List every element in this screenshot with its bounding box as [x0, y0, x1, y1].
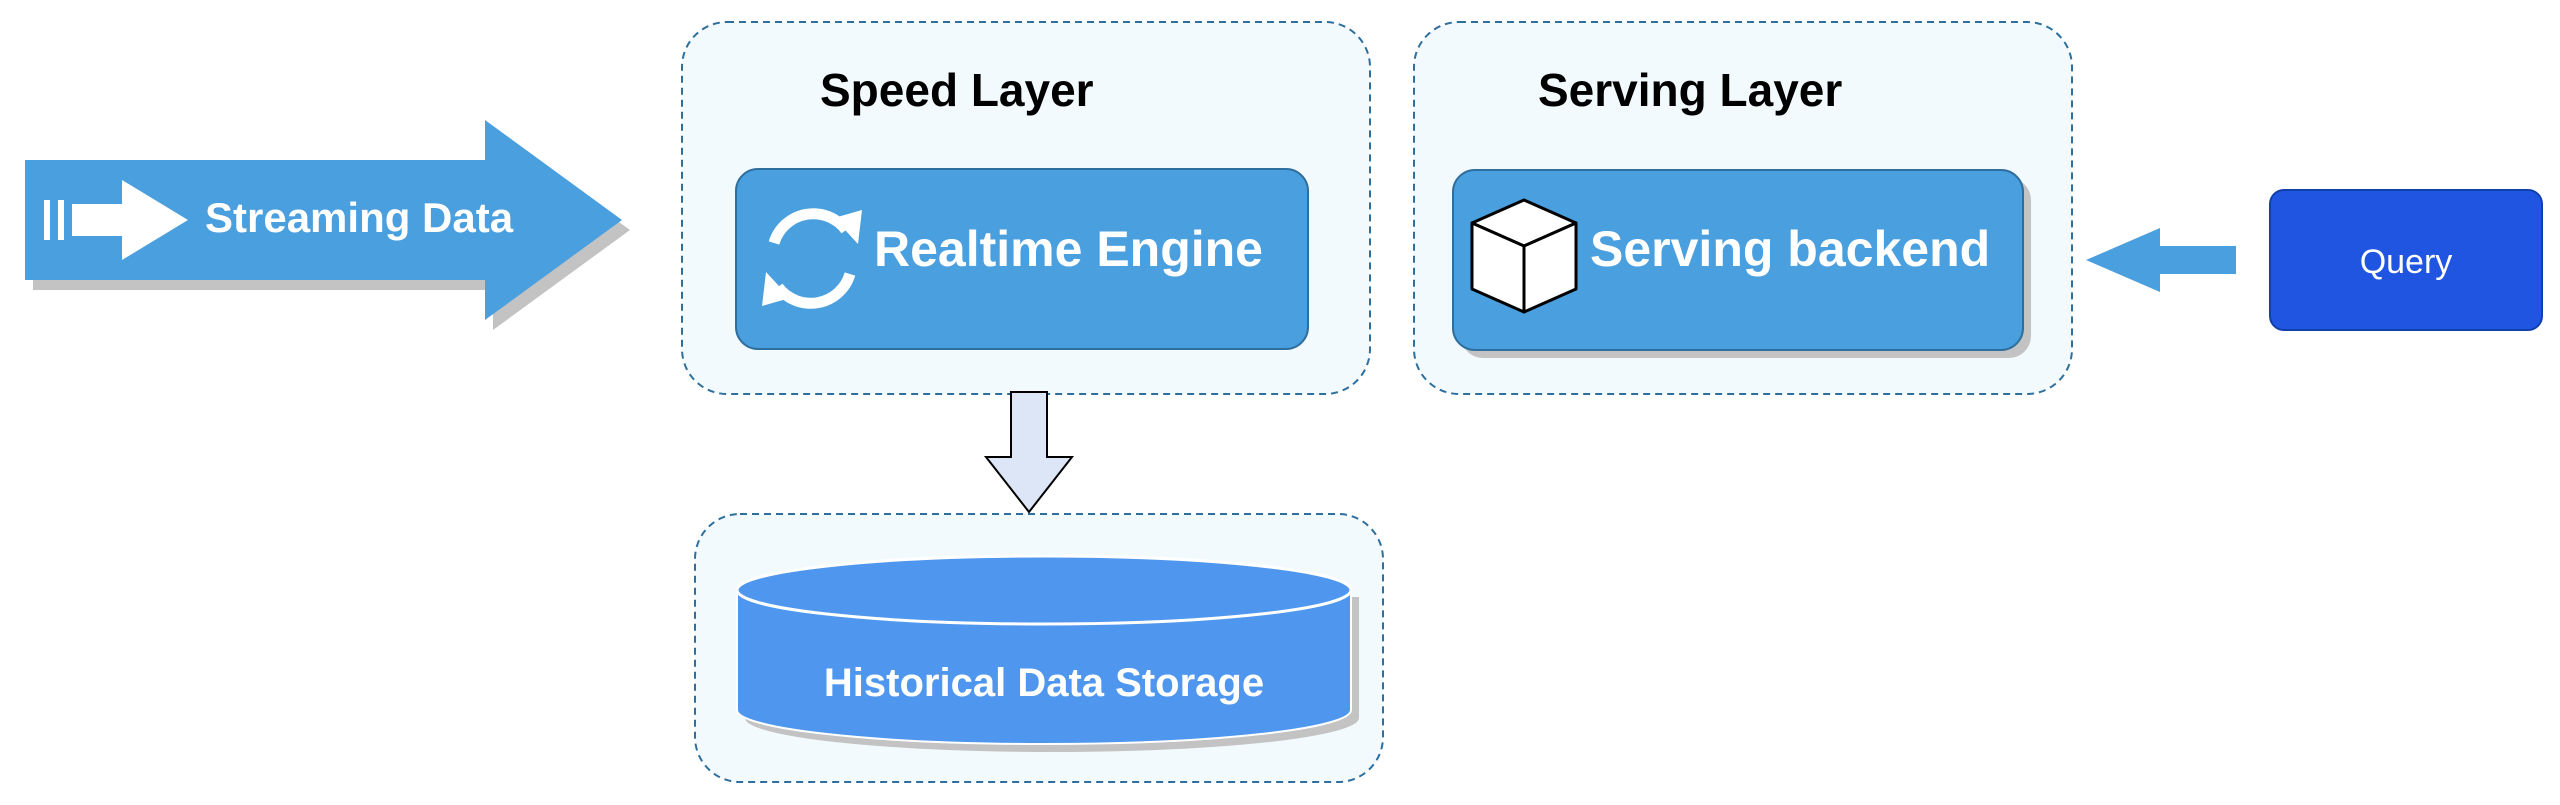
- right-arrow-icon: [72, 180, 188, 260]
- cylinder-body: [736, 589, 1352, 745]
- storage-cylinder: Historical Data Storage: [735, 554, 1359, 752]
- serving-backend-rect: [1452, 169, 2024, 351]
- speed-layer-title: Speed Layer: [820, 64, 1094, 116]
- query-box[interactable]: Query: [2269, 189, 2543, 331]
- refresh-arrowhead: [762, 272, 790, 306]
- serving-backend-box: Serving backend: [1452, 169, 2031, 358]
- serving-layer-title: Serving Layer: [1538, 64, 1842, 116]
- refresh-arrowhead: [834, 210, 862, 244]
- realtime-engine-rect: [735, 168, 1309, 350]
- storage-label: Historical Data Storage: [824, 661, 1264, 705]
- realtime-engine-box: Realtime Engine: [735, 168, 1309, 350]
- cylinder-top: [735, 554, 1353, 626]
- serving-backend-label: Serving backend: [1590, 221, 1990, 277]
- pause-bar-icon: [44, 200, 50, 240]
- left-arrow-icon: [2086, 228, 2236, 292]
- streaming-arrow-body: [25, 120, 622, 320]
- speed-layer-container: Speed Layer Realtime Engine: [681, 21, 1371, 395]
- cube-icon: [1470, 198, 1578, 314]
- storage-container: Historical Data Storage: [694, 513, 1384, 783]
- query-label: Query: [2360, 243, 2453, 281]
- streaming-data-arrow: Streaming Data: [25, 120, 630, 330]
- streaming-data-label: Streaming Data: [205, 194, 514, 241]
- pause-bar-icon: [58, 200, 64, 240]
- serving-layer-container: Serving Layer Serving backend: [1413, 21, 2073, 395]
- down-arrow-icon: [983, 391, 1075, 514]
- query-rect[interactable]: [2269, 189, 2543, 331]
- realtime-engine-label: Realtime Engine: [874, 221, 1263, 277]
